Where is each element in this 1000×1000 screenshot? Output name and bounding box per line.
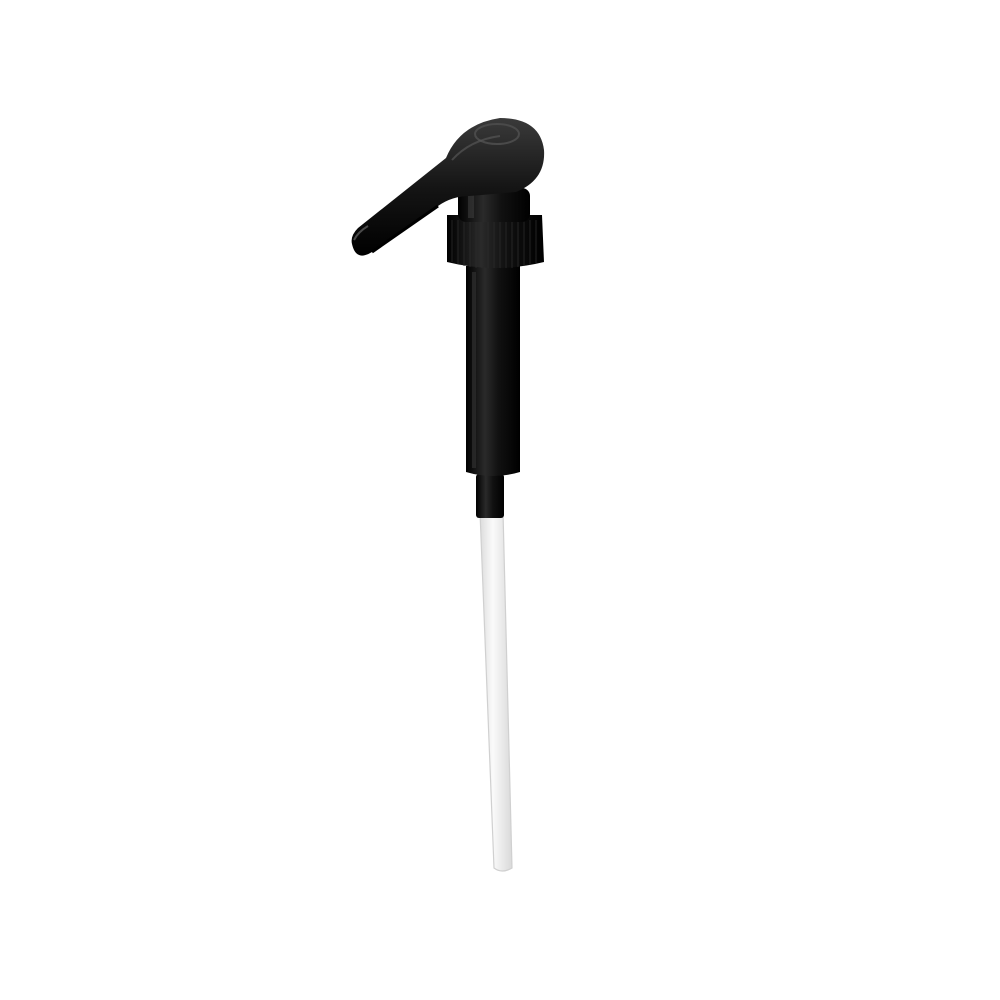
pump-collar	[447, 215, 544, 268]
pump-stem	[458, 188, 530, 222]
pump-cylinder	[466, 266, 520, 476]
pump-neck	[476, 474, 504, 518]
pump-actuator-head	[351, 118, 545, 256]
dip-tube	[479, 511, 513, 872]
